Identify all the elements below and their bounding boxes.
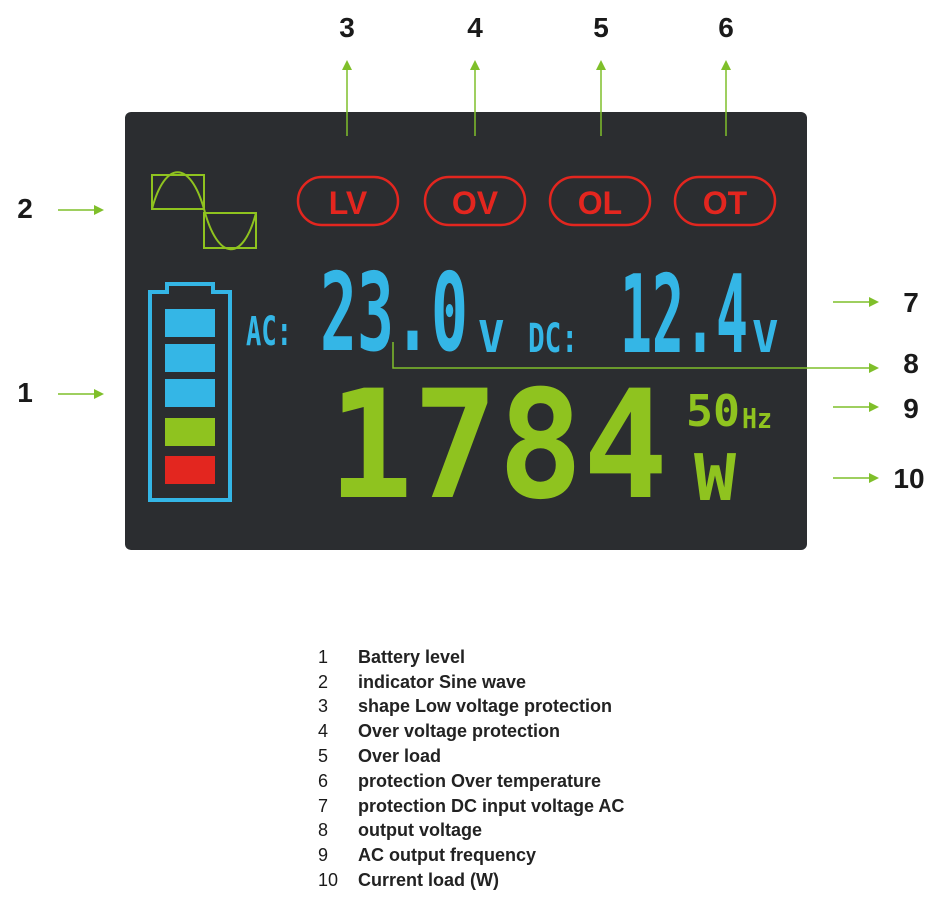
- ac-voltage-value: 23.0: [320, 251, 468, 376]
- indicator-lv-label: LV: [329, 185, 368, 221]
- indicator-ot: OT: [673, 175, 777, 227]
- battery-segment-4: [165, 418, 215, 446]
- indicator-ov-label: OV: [452, 185, 499, 221]
- legend-text: output voltage: [358, 820, 482, 841]
- arrow-8: [392, 342, 879, 373]
- legend: 1 Battery level 2 indicator Sine wave 3 sha…: [318, 645, 624, 893]
- battery-segment-3: [165, 379, 215, 407]
- callout-1: 1: [17, 377, 33, 408]
- legend-number: 7: [318, 795, 329, 816]
- legend-text: Current load (W): [358, 870, 499, 891]
- ac-label: AC:: [246, 309, 292, 355]
- battery-segment-5: [165, 456, 215, 484]
- legend-number: 9: [318, 845, 329, 866]
- battery-segment-1: [165, 309, 215, 337]
- legend-text: protection DC input voltage AC: [358, 795, 625, 816]
- frequency-unit: Hz: [742, 402, 772, 435]
- legend-item: 6 protection Over temperature: [318, 769, 624, 794]
- legend-item: 9 AC output frequency: [318, 843, 624, 868]
- callout-8: 8: [903, 348, 919, 379]
- legend-text: indicator Sine wave: [358, 671, 527, 692]
- legend-item: 7 protection DC input voltage AC: [318, 794, 624, 819]
- indicator-ol-label: OL: [578, 185, 622, 221]
- indicator-ov: OV: [423, 175, 527, 227]
- legend-text: AC output frequency: [358, 845, 536, 866]
- legend-text: Over load: [358, 746, 442, 767]
- callout-3: 3: [339, 12, 355, 43]
- sine-wave-icon: [151, 171, 257, 251]
- legend-number: 2: [318, 671, 329, 692]
- callout-4: 4: [467, 12, 483, 43]
- callout-2: 2: [17, 193, 33, 224]
- dc-voltage-value: 12.4: [620, 253, 748, 378]
- legend-text: Over voltage protection: [358, 721, 561, 742]
- legend-text: protection Over temperature: [358, 770, 602, 791]
- indicator-ol: OL: [548, 175, 652, 227]
- legend-text: shape Low voltage protection: [358, 696, 613, 717]
- ac-voltage-unit: V: [478, 312, 505, 363]
- lcd-diagram: 3 4 5 6 2 1 7 8 9 10 LV OV OL: [17, 12, 925, 550]
- dc-voltage-unit: V: [752, 312, 779, 363]
- legend-item: 1 Battery level: [318, 645, 624, 670]
- callout-6: 6: [718, 12, 734, 43]
- legend-text: Battery level: [358, 646, 466, 667]
- indicator-ot-label: OT: [703, 185, 748, 221]
- dc-label: DC:: [528, 316, 578, 362]
- callout-10: 10: [893, 463, 924, 494]
- load-unit: W: [694, 442, 737, 516]
- legend-item: 3 shape Low voltage protection: [318, 695, 624, 720]
- battery-icon: [148, 282, 232, 502]
- callout-5: 5: [593, 12, 609, 43]
- legend-item: 8 output voltage: [318, 819, 624, 844]
- legend-item: 2 indicator Sine wave: [318, 670, 624, 695]
- legend-item: 5 Over load: [318, 744, 624, 769]
- callout-7: 7: [903, 287, 919, 318]
- legend-number: 6: [318, 770, 329, 791]
- legend-item: 10 Current load (W): [318, 868, 624, 893]
- legend-number: 5: [318, 746, 329, 767]
- legend-number: 1: [318, 646, 329, 667]
- legend-item: 4 Over voltage protection: [318, 719, 624, 744]
- indicator-lv: LV: [296, 175, 400, 227]
- load-value: 1784: [328, 359, 668, 533]
- legend-number: 8: [318, 820, 329, 841]
- legend-number: 10: [318, 870, 339, 891]
- battery-segment-2: [165, 344, 215, 372]
- frequency-value: 50: [686, 386, 740, 437]
- callout-9: 9: [903, 393, 919, 424]
- legend-number: 3: [318, 696, 329, 717]
- legend-number: 4: [318, 721, 329, 742]
